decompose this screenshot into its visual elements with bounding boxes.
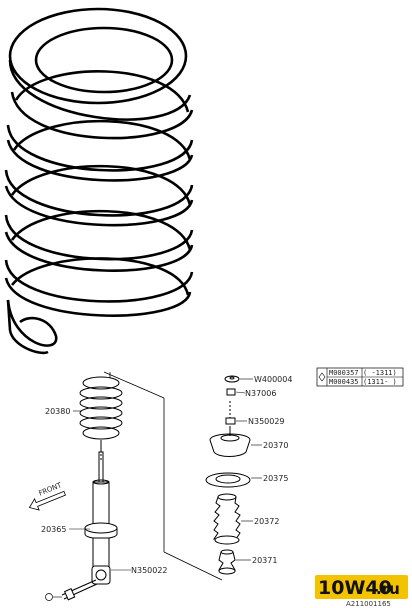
front-arrow: FRONT [28,481,66,511]
flange-nut [225,401,236,425]
shock-absorber-body [92,481,110,529]
label-n350022: N350022 [131,566,168,575]
callout-marker [45,593,62,601]
label-20365: 20365 [41,525,66,534]
dust-boot [213,493,241,545]
bump-stop [218,549,236,575]
label-w400004: W400004 [254,375,292,384]
watermark-text: 10W40 [318,577,392,599]
spring-seat [205,472,251,488]
watermark-logo: 10W40 .ru [315,575,408,599]
table-code-2: M000435 [329,378,359,386]
small-coil-spring [79,376,123,452]
strut-mount [209,426,251,457]
lower-bushing [91,565,111,585]
label-20375: 20375 [263,474,288,483]
top-mount-parts [205,375,251,575]
group-bracket [103,371,223,581]
coil-spring-large [4,7,194,355]
label-20371: 20371 [252,556,277,565]
table-range-1: ( -1311) [363,369,397,377]
label-20372: 20372 [254,517,279,526]
leader-lines [69,378,262,571]
label-20380: 20380 [45,407,70,416]
strut-assembly [61,376,123,601]
nut [226,388,236,396]
label-20370: 20370 [263,441,288,450]
watermark-suffix: .ru [376,580,400,598]
table-range-2: (1311- ) [363,378,397,386]
table-code-1: M000357 [329,369,359,377]
piston-rod [98,451,104,483]
label-n350029: N350029 [248,417,285,426]
label-n37006: N37006 [245,389,276,398]
image-id: A211001165 [346,600,391,608]
applicability-table: M000357 ( -1311) M000435 (1311- ) [316,367,404,387]
lower-bolt [61,579,98,601]
